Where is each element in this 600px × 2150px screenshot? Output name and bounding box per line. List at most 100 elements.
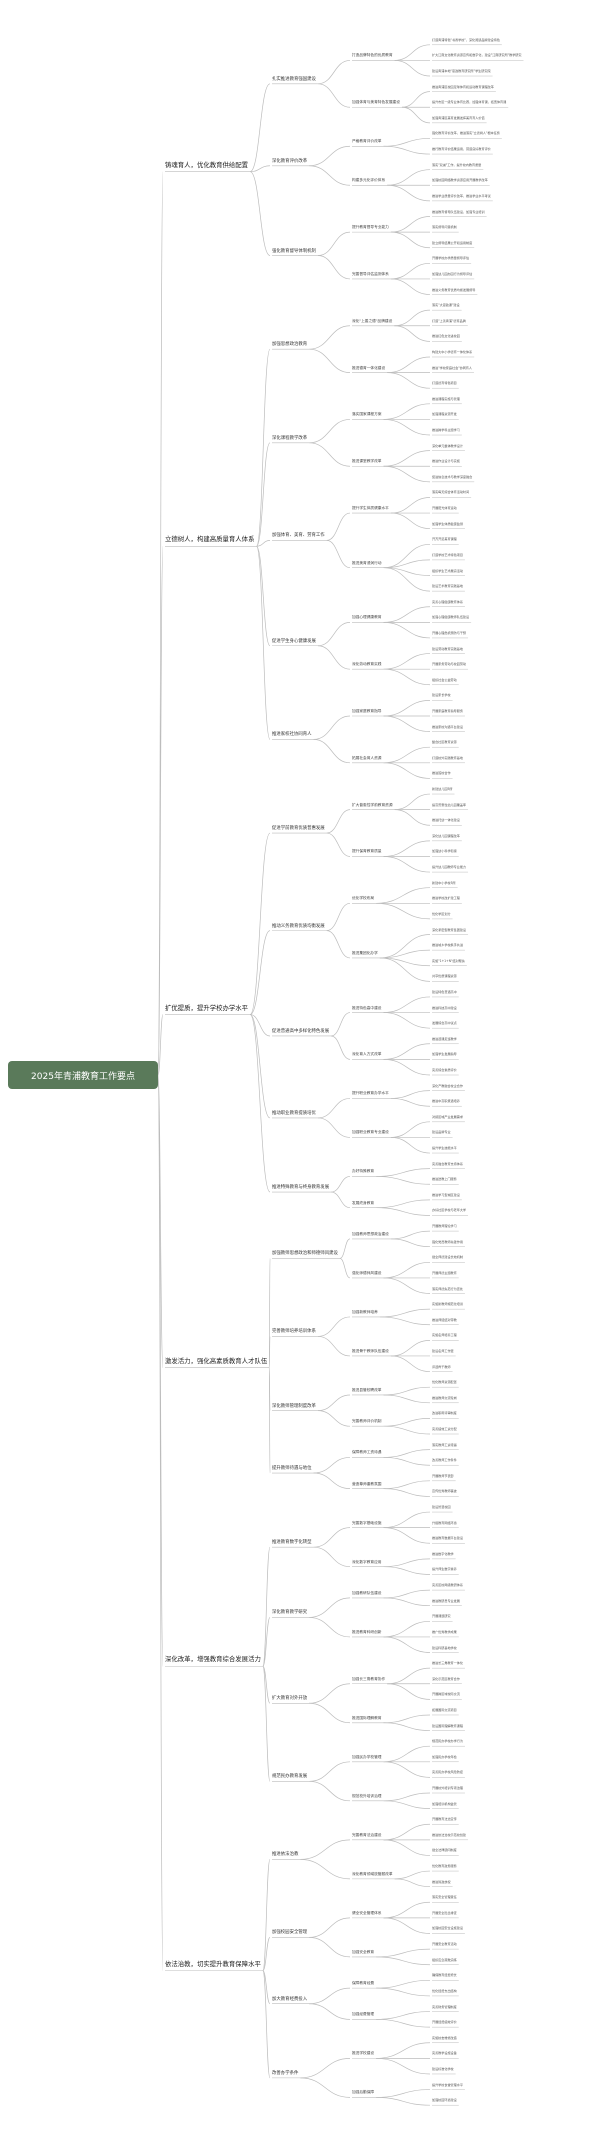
connector-line [383, 840, 431, 857]
connector-line [339, 1258, 351, 1279]
connector-line [309, 419, 351, 444]
connector-line [379, 1308, 431, 1318]
connector-line [390, 1137, 431, 1154]
topic-node: 营造尊师重教氛围 [352, 1481, 382, 1486]
connector-line [383, 762, 431, 779]
connector-line [331, 1035, 351, 1060]
leaf-node: 建设青浦本地"思政教育研究所"学生研究院 [432, 69, 491, 74]
connector-line [383, 403, 431, 420]
connector-line [390, 1090, 431, 1099]
connector-line [309, 1761, 351, 1782]
topic-node: 落实国家课程方案 [352, 412, 382, 417]
leaf-node: 推进教研员专业发展 [432, 1598, 460, 1603]
connector-line [387, 169, 431, 186]
leaf-node: 实施新教师规范化培训 [432, 1302, 463, 1307]
leaf-node: 完善心理健康教育体系 [432, 599, 463, 604]
leaf-node: 推进馆校合作 [432, 771, 451, 776]
connector-line [383, 1043, 431, 1060]
connector-line [390, 512, 431, 530]
connector-line [317, 1316, 351, 1337]
leaf-node: 推进红色文化进校园 [432, 334, 460, 339]
topic-node: 促进普通高中多样化特色发展 [272, 1028, 330, 1034]
connector-line [317, 1098, 351, 1119]
leaf-node: 推进简政放权 [432, 1879, 451, 1884]
leaf-node: 扩大江南文化教育资源宣传和数字化，建设"江南研究所"教学研究 [432, 53, 522, 58]
topic-node: 加强职业教育专业建设 [352, 1130, 389, 1135]
topic-node: 深化教育教学研究 [272, 1610, 308, 1616]
connector-line [309, 1597, 351, 1618]
connector-line [376, 902, 431, 920]
leaf-node: 建立督导结果公开和运用制度 [432, 240, 473, 245]
connector-line [309, 145, 351, 167]
section-node: 立德树人，构建高质量育人体系 [165, 535, 255, 544]
connector-line [379, 934, 431, 959]
connector-line [379, 1316, 431, 1326]
leaf-node: 建设科研基地学校 [432, 1645, 457, 1650]
leaf-node: 整合社区教育资源 [432, 740, 457, 745]
connector-line [317, 645, 351, 670]
topic-node: 深化劳动教育实践 [352, 662, 382, 667]
topic-node: 保障教育经费 [352, 1981, 375, 1986]
leaf-node: 开展学校办学质量督导评估 [432, 256, 470, 261]
topic-node: 加强教师思想政治建设 [352, 1231, 389, 1236]
connector-line [383, 1839, 431, 1856]
topic-node: 加强长三角教育协作 [352, 1676, 386, 1681]
leaf-node: 开展课题研究 [432, 1614, 451, 1619]
leaf-node: 加强幼小科学衔接 [432, 849, 457, 854]
connector-line [317, 1410, 351, 1427]
connector-line [390, 1238, 431, 1248]
connector-line [383, 465, 431, 483]
leaf-node: 推进学校改扩建工程 [432, 896, 460, 901]
connector-line [383, 1394, 431, 1404]
leaf-node: 强化教育评价改革，推进落实"立德树人"根本任务 [432, 131, 500, 136]
leaf-node: 完善区校两级教研体系 [432, 1583, 463, 1588]
connector-line [313, 715, 351, 740]
connector-line [383, 700, 431, 717]
connector-line [157, 1074, 164, 1369]
leaf-node: 落实督导问责机制 [432, 225, 457, 230]
section-node: 深化改革，增强教育综合发展活力 [165, 1655, 261, 1664]
connector-line [300, 2058, 351, 2079]
leaf-node: 新建幼儿园5所 [432, 787, 453, 792]
connector-line [300, 2077, 351, 2098]
connector-line [256, 545, 271, 740]
leaf-node: 推进长三角教育一体化 [432, 1661, 463, 1666]
topic-node: 提升保育教育质量 [352, 849, 382, 854]
topic-node: 推进教育科研创新 [352, 1629, 382, 1634]
leaf-node: 提升师生数字素养 [432, 1567, 457, 1572]
leaf-node: 深化单元整体教学设计 [432, 443, 463, 448]
leaf-node: 组织应急疏散演练 [432, 1957, 457, 1962]
connector-line [383, 1597, 431, 1607]
connector-line [387, 356, 431, 373]
leaf-node: 实施校舍维修改造 [432, 2035, 457, 2040]
leaf-node: 完善综合素质评价 [432, 1068, 457, 1072]
connector-line [268, 1336, 271, 1369]
leaf-node: 改进职称评审制度 [432, 1411, 457, 1416]
connector-line [317, 83, 351, 108]
leaf-node: 加强校园安全设施建设 [432, 1926, 463, 1931]
topic-node: 推进学校建设 [352, 2051, 375, 2056]
connector-line [383, 1917, 431, 1934]
connector-line [387, 1683, 431, 1700]
leaf-node: 推进跨学科主题学习 [432, 428, 460, 433]
leaf-node: 打造"上善青浦"德育品牌 [432, 318, 466, 323]
topic-node: 推进家校社协同育人 [272, 732, 312, 738]
leaf-node: 打造青浦特色"书香学校"，深化阅读品牌建设特色 [432, 37, 500, 42]
topic-node: 深化教师管理制度改革 [272, 1403, 316, 1409]
topic-node: 推进特色高中建设 [352, 1005, 382, 1010]
topic-node: 加强体育、美育、劳育工作 [272, 533, 325, 539]
leaf-node: 深化幼儿园课程改革 [432, 833, 460, 838]
connector-line [383, 621, 431, 639]
connector-line [309, 1702, 351, 1724]
connector-line [387, 184, 431, 202]
connector-line [379, 957, 431, 982]
connector-line [383, 1480, 431, 1489]
connector-line [376, 1199, 431, 1209]
connector-line [383, 668, 431, 686]
connector-line [309, 325, 351, 350]
leaf-node: 提升幼儿园教师专业能力 [432, 865, 467, 870]
topic-node: 完善教育法治建设 [352, 1832, 382, 1837]
connector-line [394, 60, 431, 77]
connector-line [383, 653, 431, 670]
